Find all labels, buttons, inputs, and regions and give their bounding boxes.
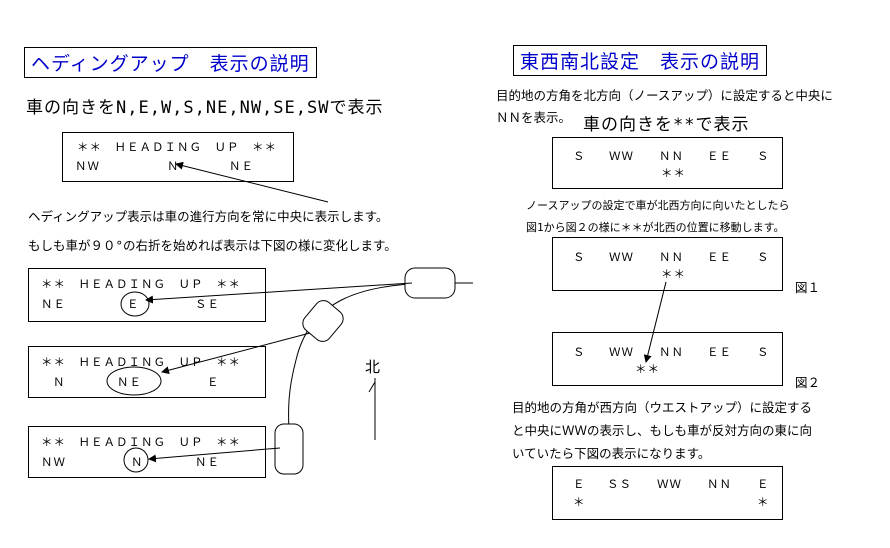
panel-dir-ne: ＮＥ bbox=[117, 375, 142, 389]
panel-dir-ee: ＥＥ bbox=[707, 149, 732, 163]
panel-dir-n: Ｎ bbox=[131, 455, 144, 469]
panel-dir-n: Ｎ bbox=[53, 375, 66, 389]
car-stars: ＊＊ bbox=[661, 267, 686, 281]
west-up-panel: Ｅ ＳＳ ＷＷ ＮＮ Ｅ ＊ ＊ bbox=[552, 466, 783, 520]
north-arrow-head bbox=[368, 380, 376, 395]
left-desc-1: ヘディングアップ表示は車の進行方向を常に中央に表示します。 bbox=[28, 209, 389, 224]
left-desc-2: もしも車が９０°の右折を始めれば表示は下図の様に変化します。 bbox=[28, 238, 397, 253]
right-desc-1b: ＮＮを表示。 bbox=[496, 110, 572, 125]
panel-dir-nn: ＮＮ bbox=[659, 250, 684, 264]
right-desc-2b: 図1から図２の様に＊＊が北西の位置に移動します。 bbox=[526, 221, 785, 234]
panel-header-text: ＊＊ ＨＥＡＤＩＮＧ ＵＰ ＊＊ bbox=[41, 435, 241, 449]
panel-dir-ww: ＷＷ bbox=[609, 149, 634, 163]
panel-dir-s: Ｓ bbox=[757, 345, 770, 359]
panel-dir-ss: ＳＳ bbox=[607, 477, 632, 491]
heading-panel-2: ＊＊ ＨＥＡＤＩＮＧ ＵＰ ＊＊ Ｎ ＮＥ Ｅ bbox=[28, 346, 266, 398]
car-star-left: ＊ bbox=[573, 495, 586, 509]
car-star-right: ＊ bbox=[757, 495, 770, 509]
panel-dir-nw: ＮＷ bbox=[75, 159, 100, 173]
panel-dir-s: Ｓ bbox=[573, 250, 586, 264]
panel-dir-ee: ＥＥ bbox=[707, 250, 732, 264]
car-icon bbox=[302, 300, 344, 342]
car-path-curve bbox=[288, 282, 431, 431]
panel-dir-ww: ＷＷ bbox=[609, 250, 634, 264]
car-stars: ＊＊ bbox=[635, 362, 660, 376]
panel-dir-s: Ｓ bbox=[757, 250, 770, 264]
left-title: ヘディングアップ 表示の説明 bbox=[24, 47, 317, 78]
figure-1-label: 図１ bbox=[795, 280, 821, 295]
heading-up-main-panel: ＊＊ ＨＥＡＤＩＮＧ ＵＰ ＊＊ ＮＷ Ｎ ＮＥ bbox=[62, 132, 294, 182]
north-label: 北 bbox=[365, 358, 381, 376]
car-stars: ＊＊ bbox=[661, 166, 686, 180]
heading-panel-1: ＊＊ ＨＥＡＤＩＮＧ ＵＰ ＊＊ ＮＥ Ｅ ＳＥ bbox=[28, 268, 266, 322]
panel-dir-e: Ｅ bbox=[573, 477, 586, 491]
right-title: 東西南北設定 表示の説明 bbox=[513, 45, 768, 76]
figure-1-panel: Ｓ ＷＷ ＮＮ ＥＥ Ｓ ＊＊ bbox=[552, 237, 783, 291]
panel-dir-nn: ＮＮ bbox=[707, 477, 732, 491]
panel-dir-nw: ＮＷ bbox=[41, 455, 66, 469]
left-subtitle: 車の向きをN,E,W,S,NE,NW,SE,SWで表示 bbox=[26, 98, 384, 118]
panel-dir-ne: ＮＥ bbox=[229, 159, 254, 173]
panel-dir-ww: ＷＷ bbox=[609, 345, 634, 359]
car-icon bbox=[274, 423, 304, 475]
panel-dir-ee: ＥＥ bbox=[707, 345, 732, 359]
panel-dir-nn: ＮＮ bbox=[659, 149, 684, 163]
right-desc-3c: いていたら下図の表示になります。 bbox=[512, 446, 711, 461]
panel-dir-s: Ｓ bbox=[757, 149, 770, 163]
panel-dir-e: Ｅ bbox=[207, 375, 220, 389]
panel-dir-s: Ｓ bbox=[573, 345, 586, 359]
right-desc-1a: 目的地の方角を北方向（ノースアップ）に設定すると中央に bbox=[496, 88, 833, 103]
panel-dir-s: Ｓ bbox=[573, 149, 586, 163]
panel-dir-e: Ｅ bbox=[757, 477, 770, 491]
panel-dir-ne: ＮＥ bbox=[195, 455, 220, 469]
figure-2-panel: Ｓ ＷＷ ＮＮ ＥＥ Ｓ ＊＊ bbox=[552, 332, 783, 386]
panel-dir-se: ＳＥ bbox=[195, 297, 220, 311]
heading-panel-3: ＊＊ ＨＥＡＤＩＮＧ ＵＰ ＊＊ ＮＷ Ｎ ＮＥ bbox=[28, 426, 266, 478]
right-desc-2a: ノースアップの設定で車が北西方向に向いたとしたら bbox=[526, 199, 790, 212]
panel-dir-ww: ＷＷ bbox=[657, 477, 682, 491]
car-icon bbox=[404, 267, 456, 299]
panel-header-text: ＊＊ ＨＥＡＤＩＮＧ ＵＰ ＊＊ bbox=[41, 277, 241, 291]
car-direction-note: 車の向きを**で表示 bbox=[583, 115, 750, 135]
panel-dir-nn: ＮＮ bbox=[659, 345, 684, 359]
right-desc-3a: 目的地の方角が西方向（ウエストアップ）に設定する bbox=[512, 400, 813, 415]
north-up-panel: Ｓ ＷＷ ＮＮ ＥＥ Ｓ ＊＊ bbox=[552, 137, 783, 189]
panel-header-text: ＊＊ ＨＥＡＤＩＮＧ ＵＰ ＊＊ bbox=[41, 355, 241, 369]
panel-dir-ne: ＮＥ bbox=[41, 297, 66, 311]
right-desc-3b: と中央にＷＷの表示し、もしも車が反対方向の東に向 bbox=[512, 423, 813, 438]
panel-header-text: ＊＊ ＨＥＡＤＩＮＧ ＵＰ ＊＊ bbox=[77, 140, 277, 154]
panel-dir-e: Ｅ bbox=[127, 297, 140, 311]
figure-2-label: 図２ bbox=[795, 375, 821, 390]
panel-dir-n: Ｎ bbox=[167, 159, 180, 173]
